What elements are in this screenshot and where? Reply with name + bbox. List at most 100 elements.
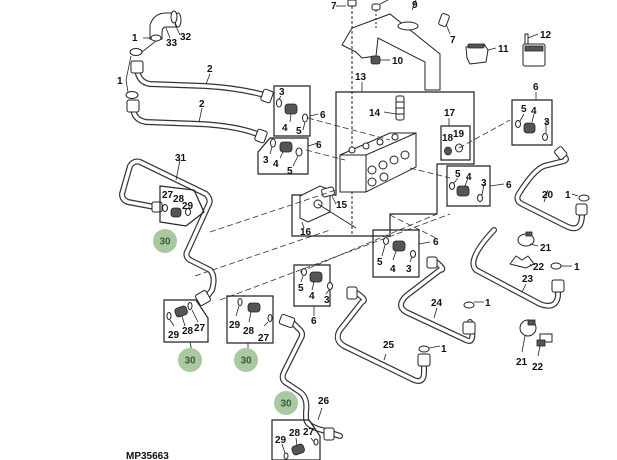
callout-4: 4 <box>390 264 396 275</box>
callout-27: 27 <box>194 323 206 334</box>
o-ring-1-mid <box>129 48 143 56</box>
tube-25 <box>334 286 431 384</box>
callout-3: 3 <box>263 155 269 166</box>
callout-6: 6 <box>316 140 322 151</box>
callout-6: 6 <box>320 110 326 121</box>
callout-3: 3 <box>481 178 487 189</box>
callout-4: 4 <box>309 291 315 302</box>
callout-29: 29 <box>182 201 194 212</box>
bolt-8 <box>371 3 381 30</box>
callout-4: 4 <box>466 172 472 183</box>
svg-text:30: 30 <box>280 399 292 410</box>
valve-block-13 <box>339 132 417 193</box>
callout-13: 13 <box>355 72 367 83</box>
callout-14: 14 <box>369 108 381 119</box>
callout-7: 7 <box>450 35 456 46</box>
callout-28: 28 <box>173 194 185 205</box>
callout-9: 9 <box>412 0 418 11</box>
callout-6: 6 <box>433 237 439 248</box>
callout-3: 3 <box>544 117 550 128</box>
callout-31: 31 <box>175 153 187 164</box>
callout-5: 5 <box>455 169 461 180</box>
nut-10 <box>370 55 381 65</box>
cartridge-valve-14 <box>395 95 405 121</box>
callout-5: 5 <box>377 257 383 268</box>
figure-code: MP35663 <box>126 451 169 460</box>
callout-20: 20 <box>542 190 554 201</box>
callout-1: 1 <box>117 76 123 87</box>
callout-6: 6 <box>533 82 539 93</box>
callout-5: 5 <box>298 283 304 294</box>
callout-7: 7 <box>331 1 337 12</box>
callout-26: 26 <box>318 396 330 407</box>
tube-23 <box>470 227 565 309</box>
svg-text:30: 30 <box>159 237 171 248</box>
callout-badge-30-c: 30 <box>234 348 258 372</box>
callout-25: 25 <box>383 340 395 351</box>
callout-5: 5 <box>521 104 527 115</box>
mounting-bracket-9 <box>341 13 441 91</box>
callout-32: 32 <box>180 32 192 43</box>
block-22-lower <box>536 333 553 347</box>
callout-23: 23 <box>522 274 534 285</box>
callout-21: 21 <box>540 243 552 254</box>
tube-24 <box>398 256 476 344</box>
callout-2: 2 <box>199 99 205 110</box>
callout-badge-30-d: 30 <box>274 391 298 415</box>
callout-10: 10 <box>392 56 404 67</box>
callout-6: 6 <box>506 180 512 191</box>
callout-5: 5 <box>296 126 302 137</box>
callout-1: 1 <box>485 298 491 309</box>
block-22-upper <box>509 255 535 269</box>
callout-22: 22 <box>532 362 544 373</box>
callout-2: 2 <box>207 64 213 75</box>
svg-text:30: 30 <box>240 356 252 367</box>
callout-24: 24 <box>431 298 443 309</box>
tube-2-upper <box>130 60 274 104</box>
callout-3: 3 <box>406 264 412 275</box>
callout-11: 11 <box>498 44 509 55</box>
tube-31 <box>119 158 217 306</box>
o-ring-1-low <box>125 91 139 99</box>
tube-2-lower <box>126 99 268 144</box>
callout-1: 1 <box>441 344 447 355</box>
callout-15: 15 <box>336 200 348 211</box>
callout-29: 29 <box>275 435 287 446</box>
callout-27: 27 <box>258 333 270 344</box>
callout-21: 21 <box>516 357 528 368</box>
callout-4: 4 <box>273 159 279 170</box>
callout-3: 3 <box>324 295 330 306</box>
relay-12 <box>522 33 546 67</box>
callout-6: 6 <box>311 316 317 327</box>
elbow-fitting-33 <box>149 12 182 40</box>
o-ring-32 <box>170 10 178 24</box>
callout-27: 27 <box>162 190 174 201</box>
callout-29: 29 <box>229 320 241 331</box>
svg-text:30: 30 <box>184 356 196 367</box>
callout-28: 28 <box>243 326 255 337</box>
callout-4: 4 <box>282 123 288 134</box>
callout-3: 3 <box>279 87 285 98</box>
callout-28: 28 <box>289 428 301 439</box>
o-ring-1-top <box>150 34 162 42</box>
tube-26 <box>278 313 343 441</box>
callout-1: 1 <box>574 262 580 273</box>
callout-19: 19 <box>453 129 465 140</box>
callout-22: 22 <box>533 262 545 273</box>
clamp-21-lower <box>519 319 537 337</box>
callout-12: 12 <box>540 30 552 41</box>
callout-4: 4 <box>531 106 537 117</box>
callout-badge-30-b: 30 <box>178 348 202 372</box>
bolt-7-left <box>347 0 357 236</box>
callout-27: 27 <box>303 427 315 438</box>
clamp-21-upper <box>517 231 535 247</box>
callout-badge-30-a: 30 <box>153 229 177 253</box>
callout-18: 18 <box>442 133 454 144</box>
callout-28: 28 <box>182 326 194 337</box>
switch-11 <box>465 43 489 65</box>
callout-1: 1 <box>565 190 571 201</box>
tube-20 <box>514 146 588 232</box>
callout-1: 1 <box>132 33 138 44</box>
callout-17: 17 <box>444 108 456 119</box>
